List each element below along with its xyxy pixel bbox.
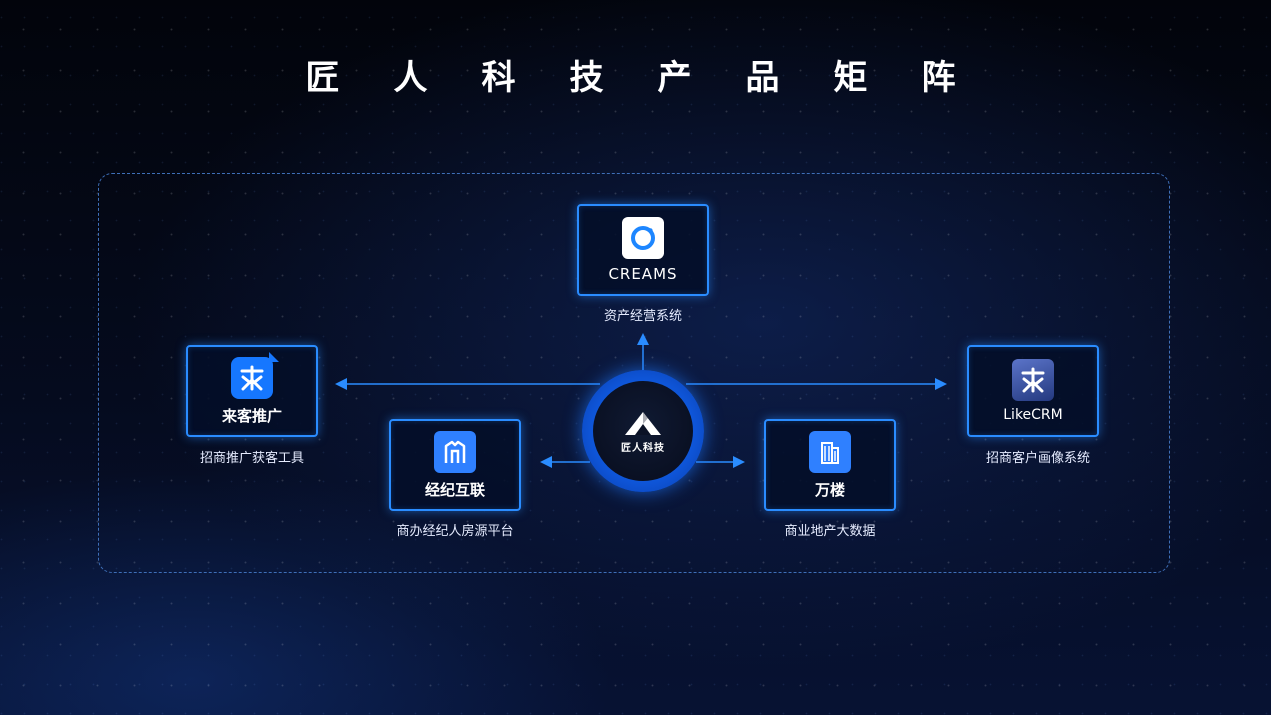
ring-icon — [622, 217, 664, 259]
mountain-a-icon — [625, 411, 661, 435]
product-card-creams[interactable]: CREAMS — [577, 204, 709, 296]
product-caption-wanlou: 商业地产大数据 — [784, 524, 876, 539]
lai-chat-icon — [231, 351, 279, 399]
product-card-jingji[interactable]: 经纪互联 — [389, 419, 521, 511]
product-name-jingji: 经纪互联 — [424, 480, 485, 499]
hub-logo: 匠人科技 — [582, 370, 704, 492]
product-caption-jingji: 商办经纪人房源平台 — [396, 524, 514, 539]
product-name-creams: CREAMS — [608, 265, 678, 283]
product-caption-likecrm: 招商客户画像系统 — [985, 451, 1090, 466]
product-card-laike[interactable]: 来客推广 — [186, 345, 318, 437]
product-name-wanlou: 万楼 — [814, 480, 845, 499]
hub-label: 匠人科技 — [621, 442, 665, 454]
product-card-likecrm[interactable]: LikeCRM — [967, 345, 1099, 437]
building-outline-icon — [434, 430, 476, 473]
lai-square-icon — [1012, 359, 1054, 401]
product-caption-laike: 招商推广获客工具 — [199, 451, 304, 466]
product-caption-creams: 资产经营系统 — [603, 309, 682, 324]
product-name-laike: 来客推广 — [221, 406, 282, 425]
page-title: 匠人科技产品矩阵 — [305, 58, 1010, 98]
matrix-frame — [98, 173, 1170, 573]
product-card-wanlou[interactable]: 万楼 — [764, 419, 896, 511]
product-name-likecrm: LikeCRM — [1003, 407, 1063, 423]
skyscraper-icon — [809, 430, 851, 473]
hub-inner-circle: 匠人科技 — [593, 381, 693, 481]
